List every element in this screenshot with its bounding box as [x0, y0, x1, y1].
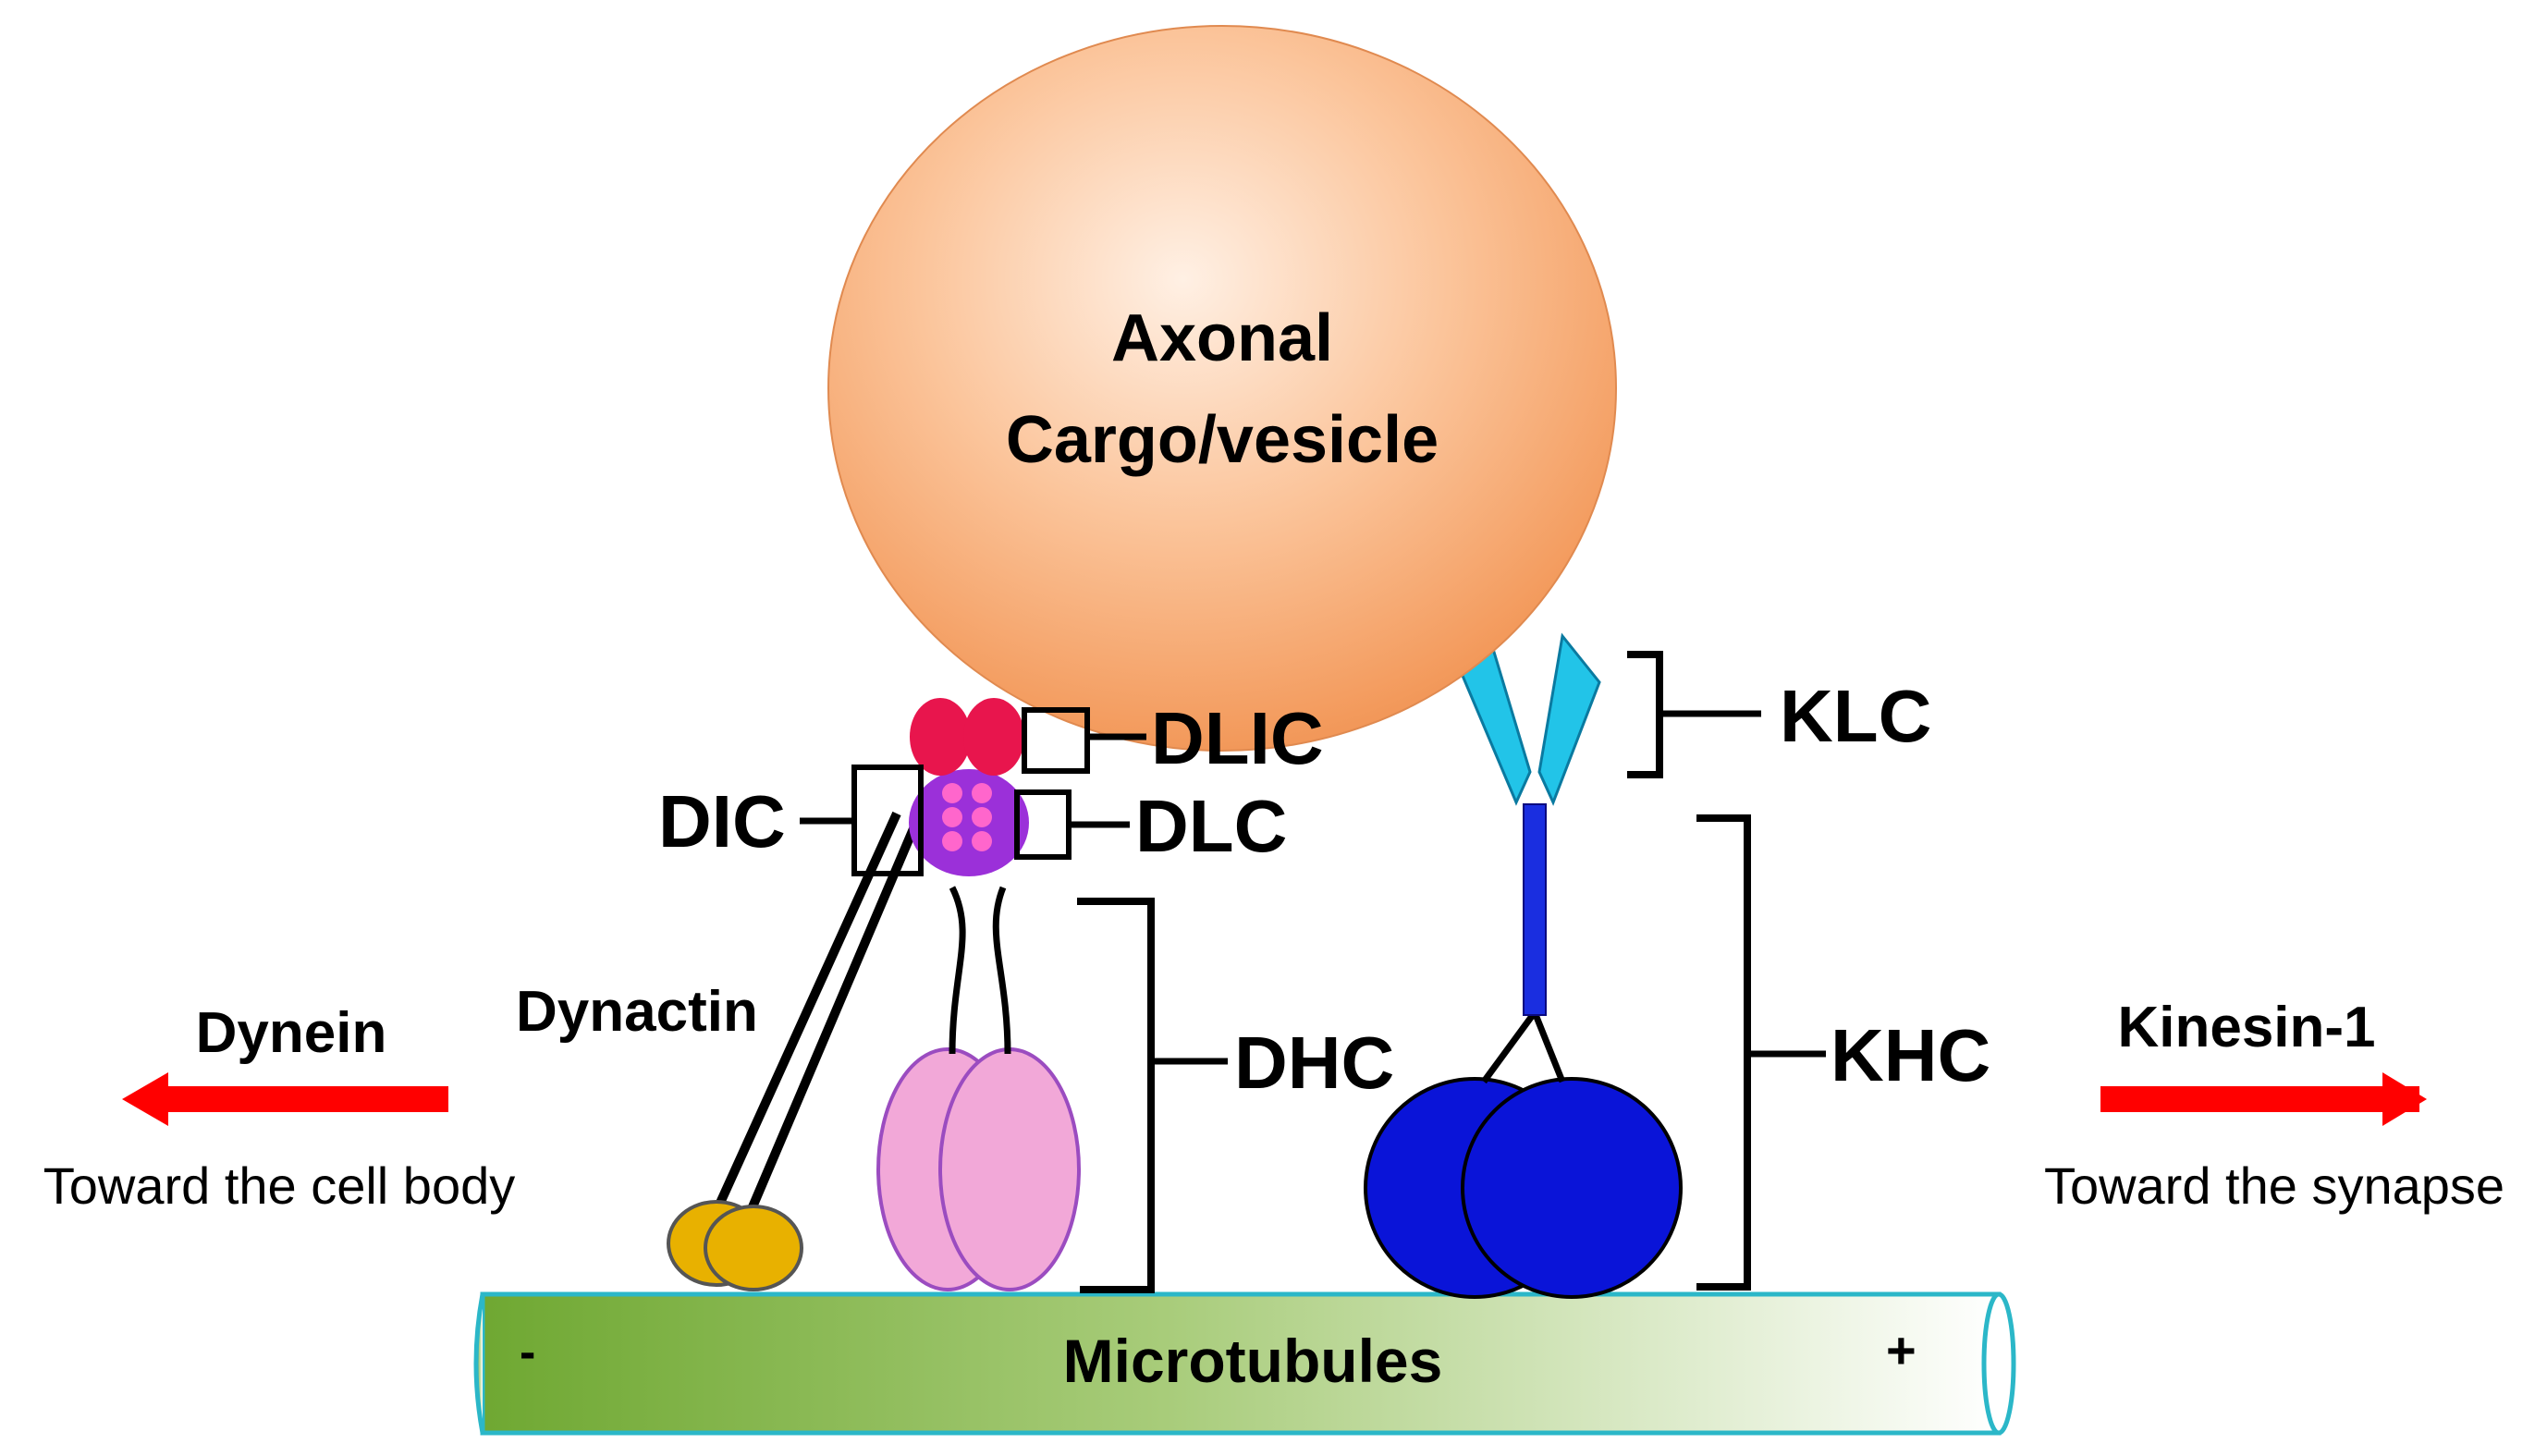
dynein-direction-group: Dynein Toward the cell body — [43, 1001, 516, 1215]
khc-label: KHC — [1831, 1014, 1990, 1096]
cargo-vesicle: Axonal Cargo/vesicle — [827, 25, 1617, 752]
dynein-label: Dynein — [196, 1001, 387, 1065]
kinesin-label: Kinesin-1 — [2117, 996, 2375, 1059]
plus-end-label: + — [1886, 1321, 1917, 1379]
khc-bracket — [1696, 814, 1751, 1291]
cargo-label-line1: Axonal — [1111, 301, 1333, 375]
klc-bracket — [1627, 651, 1663, 778]
right-arrow-icon — [2100, 1072, 2427, 1126]
dic-label: DIC — [658, 780, 786, 863]
khc-neck-linker — [1531, 1010, 1566, 1083]
dynactin-foot — [704, 1205, 803, 1291]
minus-end-label: - — [520, 1326, 535, 1379]
microtubule: - + Microtubules — [473, 1291, 2016, 1436]
left-arrow-icon — [122, 1072, 448, 1126]
dhc-motor-domain — [938, 1047, 1081, 1291]
dhc-stalk — [992, 886, 1011, 1055]
khc-stalk — [1523, 803, 1547, 1016]
dlc-body — [909, 769, 1029, 876]
dhc-bracket — [1077, 898, 1155, 1293]
dlic-label: DLIC — [1151, 697, 1324, 779]
dhc-label: DHC — [1234, 1022, 1394, 1104]
kinesin-direction-text: Toward the synapse — [2044, 1156, 2504, 1215]
dlic-indicator-box — [1022, 707, 1090, 774]
khc-neck-linker — [1481, 1009, 1537, 1084]
dynactin-arm — [712, 811, 901, 1214]
dynactin-arm — [744, 812, 925, 1217]
dlic-subunit — [910, 698, 971, 776]
dlic-subunit — [963, 698, 1024, 776]
dhc-stalk — [949, 886, 966, 1055]
kinesin-direction-group: Kinesin-1 Toward the synapse — [2044, 996, 2504, 1215]
kinesin-complex — [1364, 632, 1683, 1299]
klc-label: KLC — [1780, 675, 1931, 757]
dlc-spots — [942, 783, 992, 851]
khc-motor-head — [1461, 1077, 1683, 1299]
dynein-direction-text: Toward the cell body — [43, 1156, 516, 1215]
microtubules-label: Microtubules — [1063, 1327, 1443, 1395]
cargo-label-line2: Cargo/vesicle — [1006, 403, 1439, 477]
dynactin-label: Dynactin — [516, 980, 758, 1044]
dlc-label: DLC — [1135, 785, 1287, 867]
klc-subunit — [1537, 632, 1601, 806]
dynein-complex — [667, 698, 1081, 1291]
